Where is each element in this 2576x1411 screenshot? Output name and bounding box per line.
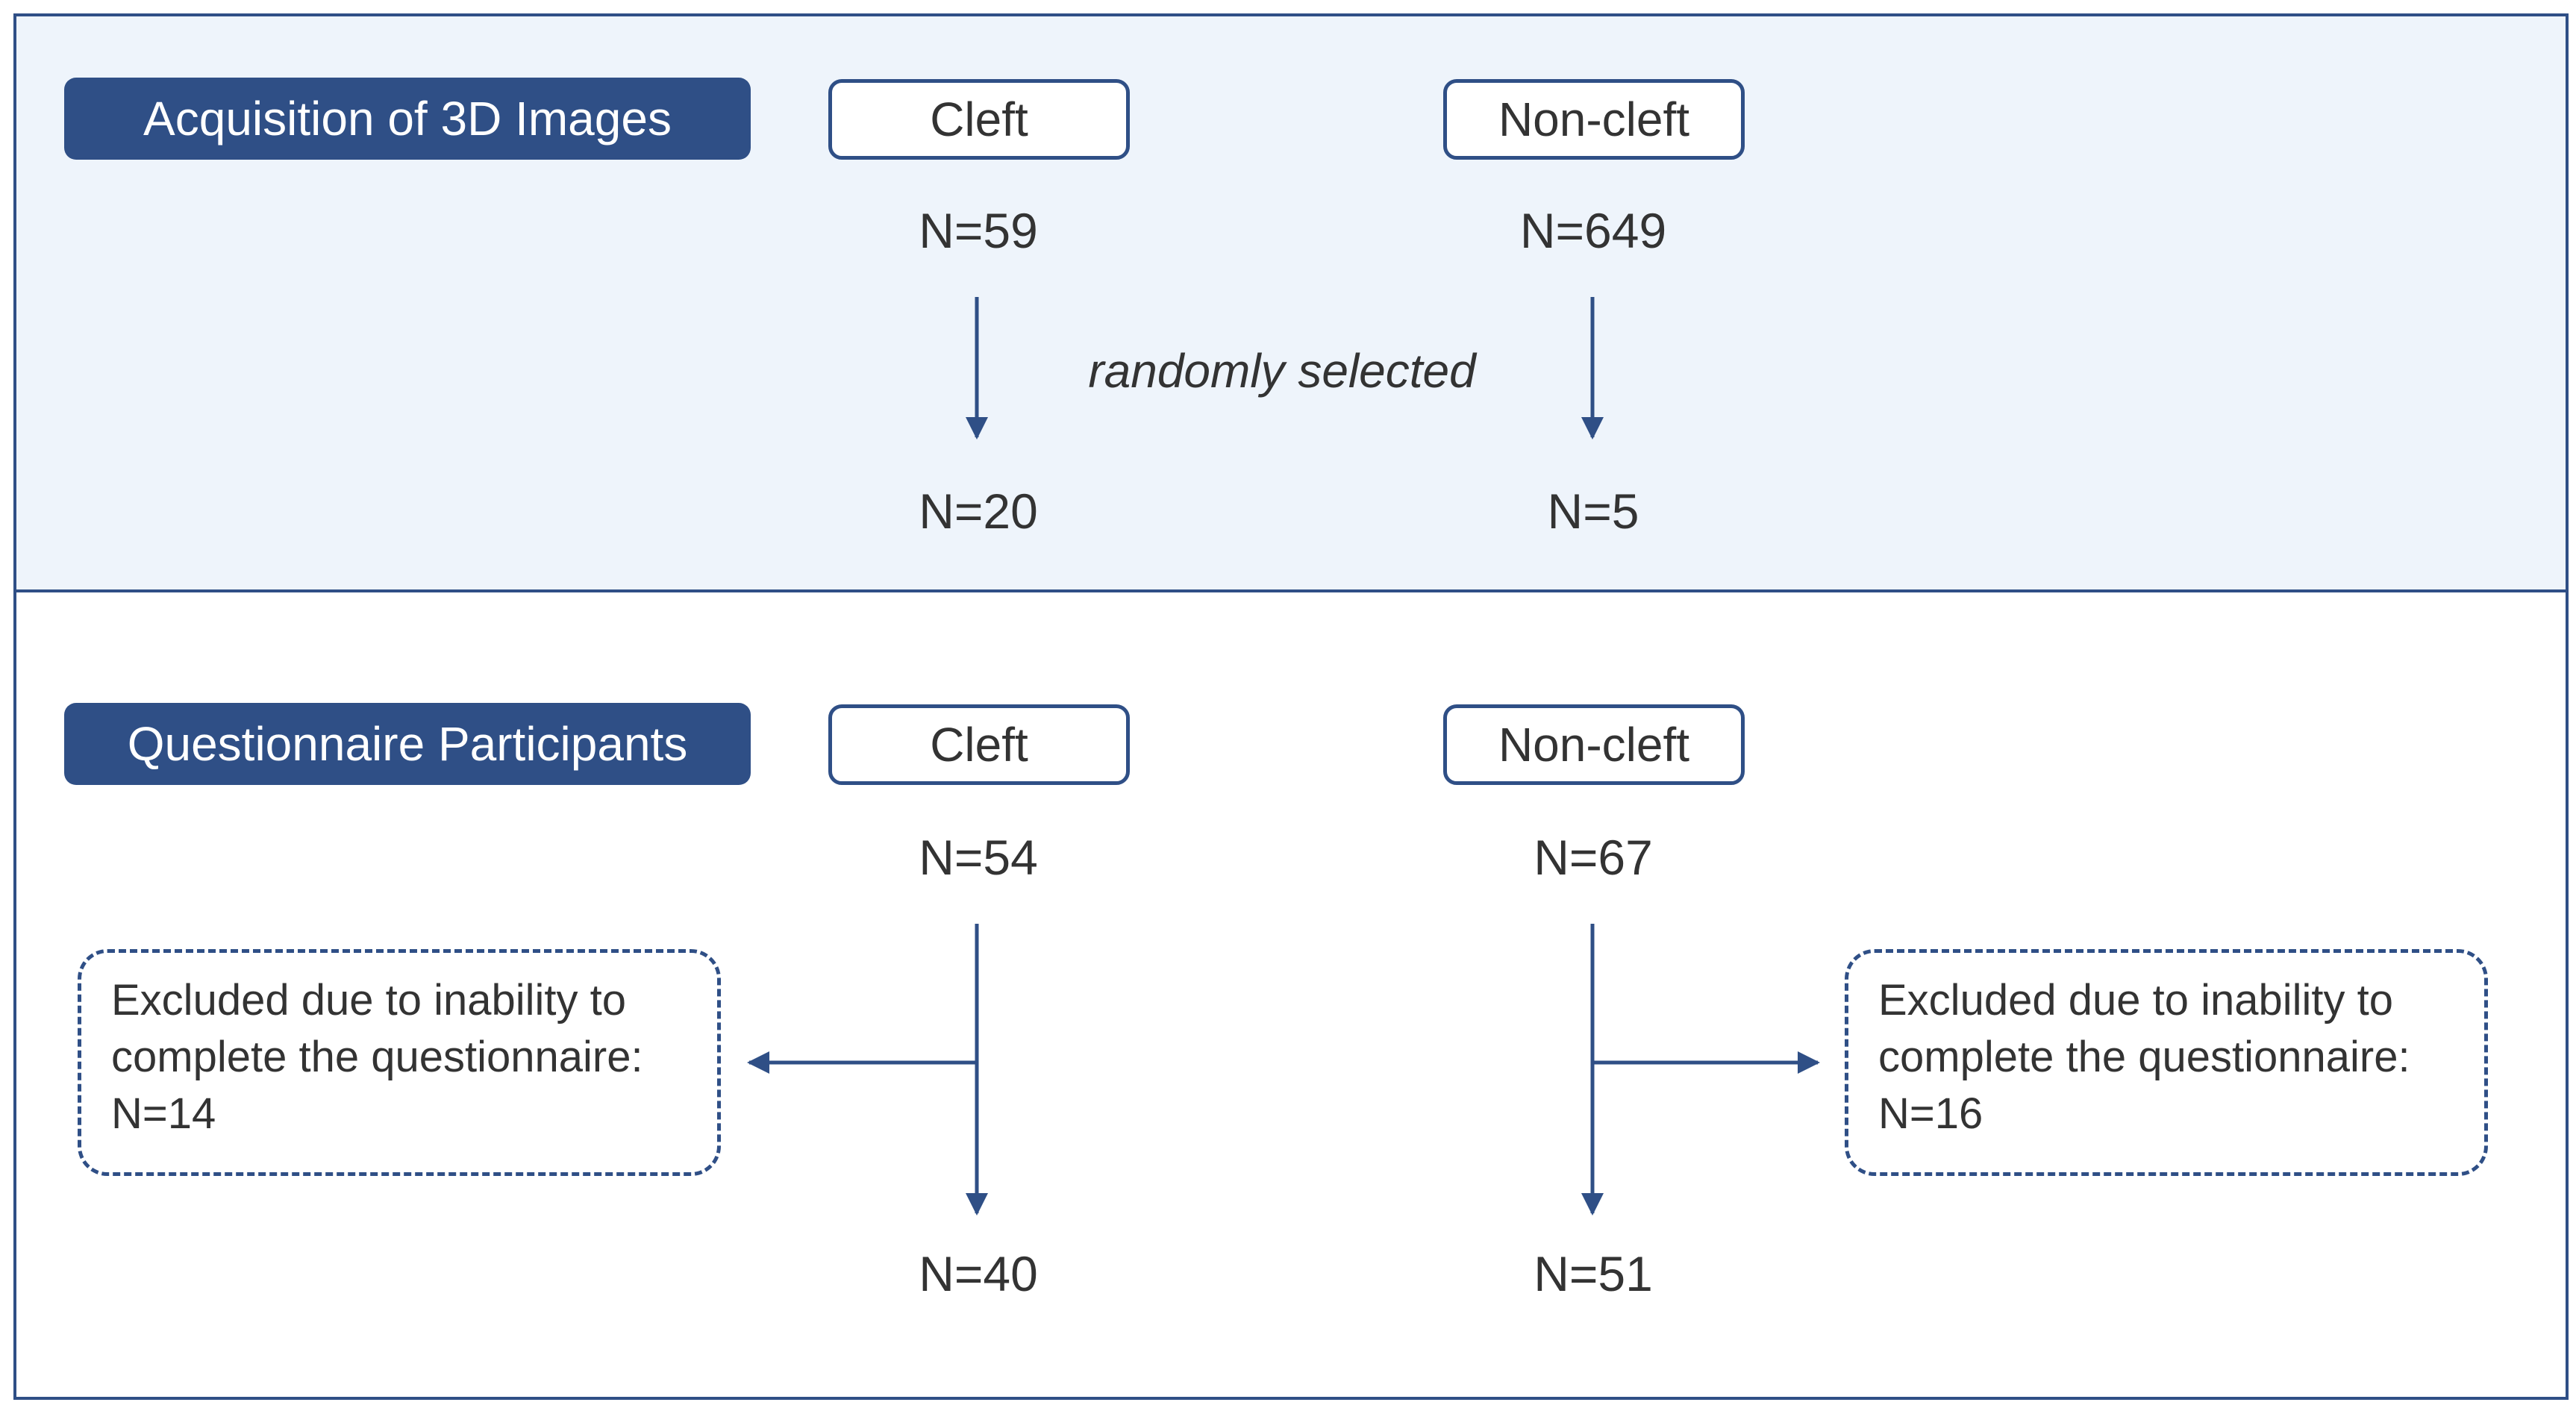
- questionnaire-header: Questionnaire Participants: [64, 703, 751, 785]
- noncleft-excluded-line2: complete the questionnaire:: [1878, 1033, 2410, 1081]
- noncleft-final-count: N=51: [1534, 1246, 1653, 1301]
- cleft-excluded-line1: Excluded due to inability to: [111, 976, 626, 1024]
- cleft-excluded-box: Excluded due to inability to complete th…: [78, 949, 721, 1176]
- cleft-initial-count-bottom: N=54: [919, 830, 1038, 885]
- cleft-selected-count: N=20: [919, 484, 1038, 539]
- noncleft-initial-count-top: N=649: [1519, 203, 1667, 258]
- acquisition-header: Acquisition of 3D Images: [64, 78, 751, 160]
- noncleft-excluded-line1: Excluded due to inability to: [1878, 976, 2393, 1024]
- randomly-selected-label: randomly selected: [1088, 344, 1476, 398]
- noncleft-group-box-top: Non-cleft: [1443, 79, 1745, 160]
- noncleft-excluded-box: Excluded due to inability to complete th…: [1845, 949, 2488, 1176]
- noncleft-initial-count-bottom: N=67: [1534, 830, 1653, 885]
- noncleft-excluded-count: N=16: [1878, 1089, 1983, 1138]
- cleft-final-count: N=40: [919, 1246, 1038, 1301]
- cleft-group-box-top: Cleft: [828, 79, 1130, 160]
- cleft-excluded-line2: complete the questionnaire:: [111, 1033, 643, 1081]
- cleft-initial-count-top: N=59: [919, 203, 1038, 258]
- noncleft-group-box-bottom: Non-cleft: [1443, 704, 1745, 785]
- noncleft-selected-count: N=5: [1547, 484, 1639, 539]
- cleft-group-box-bottom: Cleft: [828, 704, 1130, 785]
- cleft-excluded-count: N=14: [111, 1089, 216, 1138]
